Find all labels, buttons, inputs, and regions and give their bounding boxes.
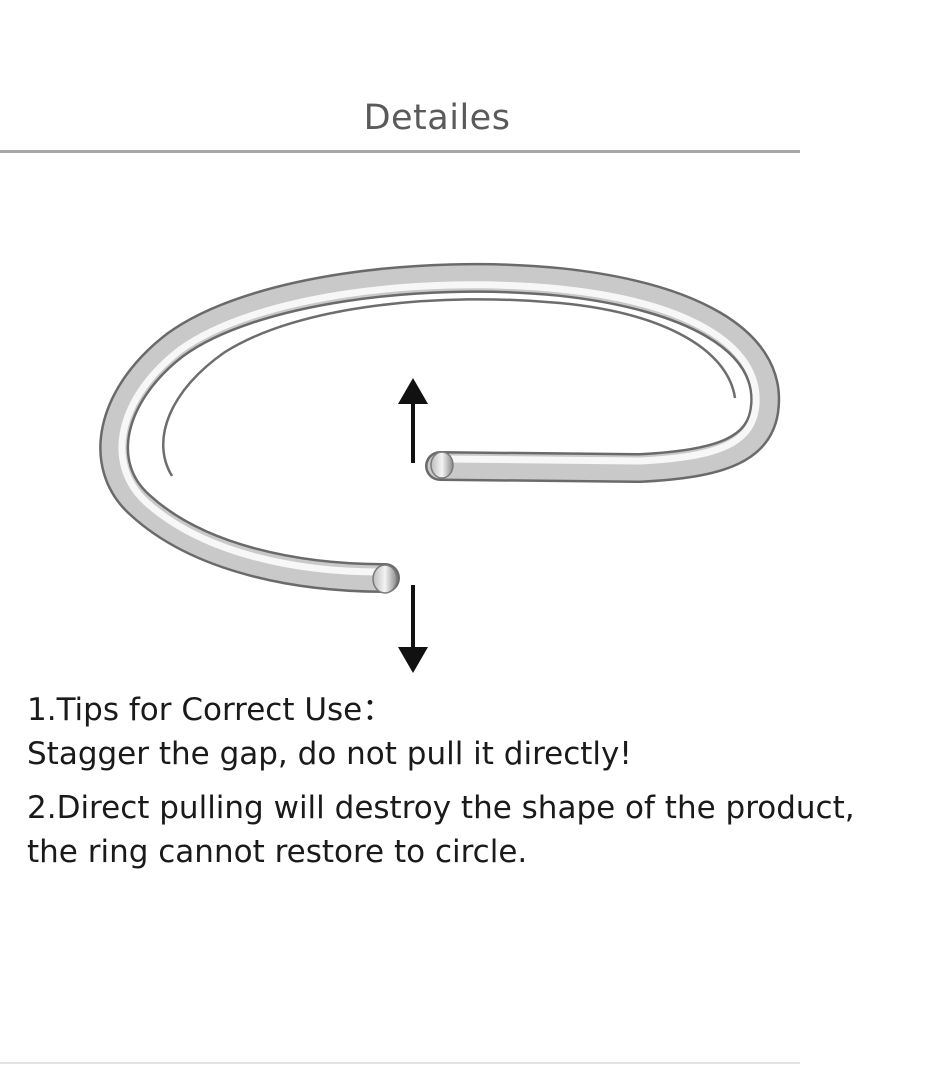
bottom-divider (0, 1062, 800, 1064)
arrow-down-icon (398, 585, 428, 673)
page-title: Detailes (363, 98, 511, 138)
tip-ring-restore: the ring cannot restore to circle. (27, 834, 528, 870)
tip-direct-pulling: 2.Direct pulling will destroy the shape … (27, 790, 855, 826)
ring-illustration (99, 262, 781, 673)
open-cuff-ring-icon (99, 262, 781, 594)
title-divider (0, 150, 800, 153)
tip-heading: 1.Tips for Correct Use： (27, 692, 394, 728)
tip-stagger-gap: Stagger the gap, do not pull it directly… (27, 736, 632, 772)
arrow-up-icon (398, 378, 428, 463)
product-detail-page: Detailes (0, 98, 855, 1064)
usage-tips: 1.Tips for Correct Use： Stagger the gap,… (27, 688, 927, 874)
